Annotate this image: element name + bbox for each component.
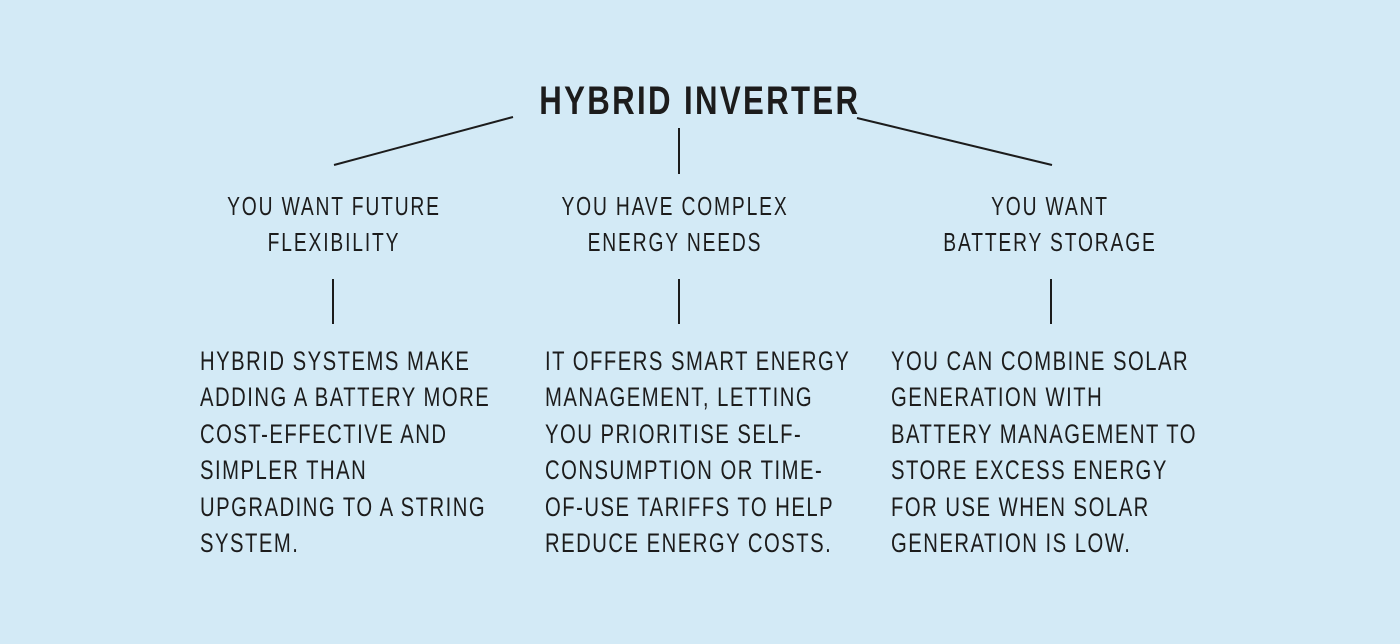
- connector-left: [333, 116, 514, 166]
- branch-description-battery-storage: YOU CAN COMBINE SOLAR GENERATION WITH BA…: [891, 346, 1198, 559]
- branch-description-flexibility: HYBRID SYSTEMS MAKE ADDING A BATTERY MOR…: [200, 346, 491, 559]
- diagram-title: HYBRID INVERTER: [539, 79, 861, 123]
- branch-heading-flexibility: YOU WANT FUTURE FLEXIBILITY: [227, 191, 441, 257]
- branch-description-complex-needs: IT OFFERS SMART ENERGY MANAGEMENT, LETTI…: [545, 346, 851, 559]
- connector-right: [856, 117, 1053, 166]
- branch-heading-battery-storage: YOU WANT BATTERY STORAGE: [943, 191, 1157, 257]
- branch-heading-complex-needs: YOU HAVE COMPLEX ENERGY NEEDS: [561, 191, 789, 257]
